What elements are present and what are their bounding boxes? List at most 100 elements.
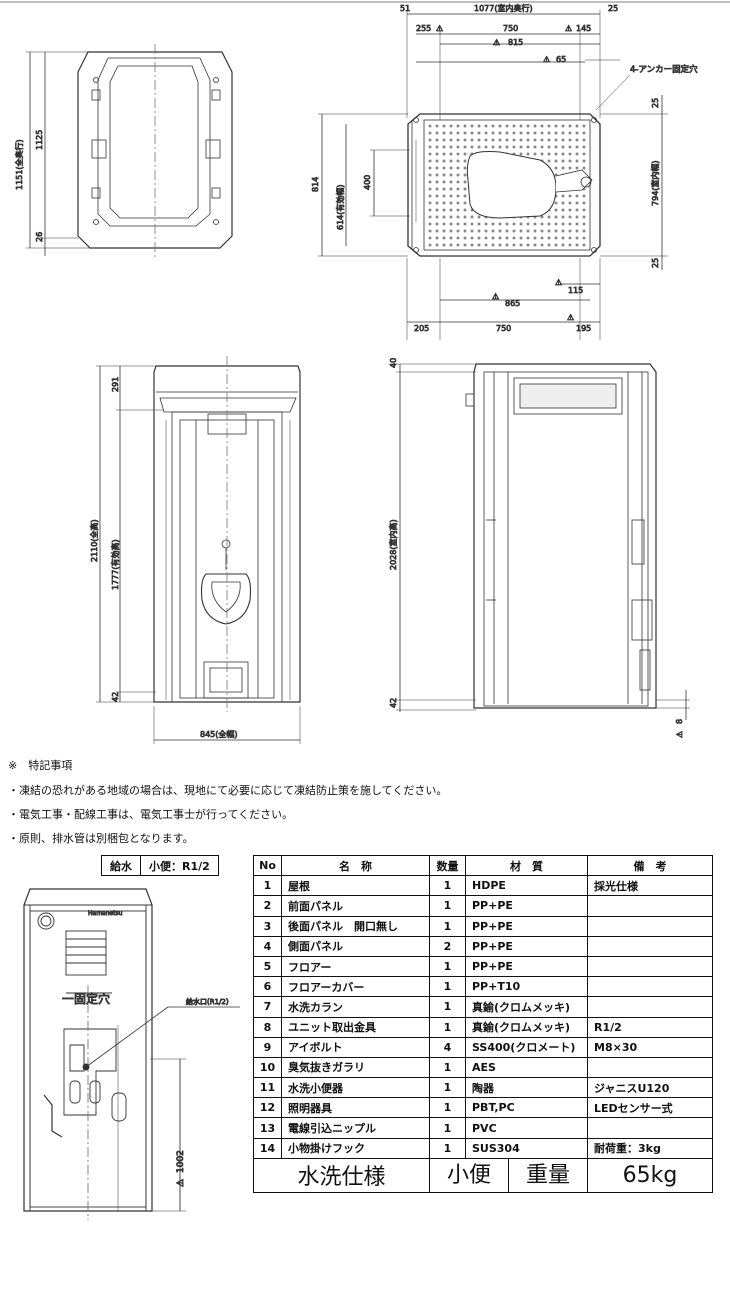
cell-name: 水洗カラン <box>281 996 430 1018</box>
footer-type-weight: 小便 重量 <box>429 1157 588 1193</box>
spec-label: 給水 <box>101 855 141 876</box>
note-line-1: ・凍結の恐れがある地域の場合は、現地にて必要に応じて凍結防止策を施してください。 <box>8 784 448 797</box>
col-name: 名 称 <box>281 854 430 877</box>
cell-qty: 1 <box>429 1137 466 1159</box>
spec-value: 小便：R1/2 <box>140 855 219 876</box>
dim-205: 205 <box>414 324 429 333</box>
back-view: Hamanetsu 一固定穴 給水口(R1/2) ⚠ 1002 <box>23 888 240 1220</box>
cell-remarks <box>587 915 713 937</box>
cell-name: 側面パネル <box>281 935 430 957</box>
cell-name: 水洗小便器 <box>281 1077 430 1099</box>
cell-material: PVC <box>465 1117 588 1139</box>
dim-750a: 750 <box>503 24 518 33</box>
cell-no: 2 <box>253 895 282 917</box>
side-elevation <box>396 363 690 720</box>
cell-material: HDPE <box>465 875 588 897</box>
cell-no: 6 <box>253 976 282 998</box>
front-view <box>96 356 301 744</box>
water-spec-box: 給水 小便：R1/2 <box>101 855 219 876</box>
cell-name: フロアーカバー <box>281 976 430 998</box>
dim-815: 815 <box>508 38 523 47</box>
col-material: 材 質 <box>465 854 588 877</box>
cell-qty: 1 <box>429 1117 466 1139</box>
cell-name: アイボルト <box>281 1036 430 1058</box>
dim-794: 794(室内幅) <box>650 160 660 206</box>
cell-material: AES <box>465 1056 588 1079</box>
cell-no: 13 <box>253 1117 282 1139</box>
dim-42: 42 <box>111 692 120 702</box>
cell-material: PP+PE <box>465 955 588 978</box>
cell-material: SUS304 <box>465 1137 588 1159</box>
dim-400: 400 <box>363 175 372 190</box>
dim-25a: 25 <box>608 4 618 13</box>
col-no: No <box>253 854 282 877</box>
dim-1151: 1151(全奥行) <box>14 139 24 190</box>
cell-no: 3 <box>253 915 282 937</box>
weight-value: 65kg <box>587 1157 713 1193</box>
cell-qty: 1 <box>429 996 466 1018</box>
cell-remarks <box>587 935 713 957</box>
dim-614: 614(有効幅) <box>335 184 345 230</box>
notes-heading: ※ 特記事項 <box>8 759 73 772</box>
cell-qty: 1 <box>429 1056 466 1079</box>
cell-no: 10 <box>253 1056 282 1079</box>
cell-material: PBT,PC <box>465 1097 588 1119</box>
cell-material: PP+T10 <box>465 976 588 998</box>
cell-no: 1 <box>253 875 282 897</box>
cell-no: 11 <box>253 1077 282 1099</box>
dim-145: 145 <box>576 24 591 33</box>
dim-1777: 1777(有効高) <box>110 539 120 590</box>
dim-115: 115 <box>568 286 583 295</box>
dim-1002: 1002 <box>176 1150 186 1173</box>
dim-25b: 25 <box>651 98 660 108</box>
cell-no: 9 <box>253 1036 282 1058</box>
dim-1077: 1077(室内奥行) <box>474 3 533 13</box>
tri-icon: ⚠ <box>543 55 550 64</box>
cell-qty: 1 <box>429 875 466 897</box>
cell-material: PP+PE <box>465 935 588 957</box>
cell-name: 前面パネル <box>281 895 430 917</box>
note-line-3: ・原則、排水管は別梱包となります。 <box>8 832 194 845</box>
tri-icon: ⚠ <box>555 278 562 287</box>
spec-name: 水洗仕様 <box>253 1157 430 1193</box>
cell-name: 小物掛けフック <box>281 1137 430 1159</box>
tri-icon: ⚠ <box>675 731 684 738</box>
cell-remarks <box>587 976 713 998</box>
water-inlet-label: 給水口(R1/2) <box>186 997 229 1006</box>
dim-255: 255 <box>416 24 431 33</box>
cell-name: ユニット取出金具 <box>281 1016 430 1038</box>
cell-qty: 1 <box>429 976 466 998</box>
louver <box>65 930 107 976</box>
dim-2110: 2110(全高) <box>89 519 99 562</box>
weight-label: 重量 <box>525 1162 570 1188</box>
cell-name: 後面パネル 開口無し <box>281 915 430 937</box>
dim-26: 26 <box>35 232 44 242</box>
col-qty: 数量 <box>429 854 466 877</box>
cell-no: 14 <box>253 1137 282 1159</box>
table-header: No 名 称 数量 材 質 備 考 <box>253 854 713 877</box>
cell-remarks <box>587 955 713 978</box>
dim-195: 195 <box>576 324 591 333</box>
tri-icon: ⚠ <box>436 24 443 33</box>
dim-42b: 42 <box>389 698 398 708</box>
dim-750b: 750 <box>496 324 511 333</box>
cell-no: 4 <box>253 935 282 957</box>
dim-814: 814 <box>311 177 320 192</box>
tri-icon: ⚠ <box>565 24 572 33</box>
cell-remarks: ジャニスU120 <box>587 1077 713 1099</box>
cell-name: 照明器具 <box>281 1097 430 1119</box>
fixing-hole-label: 一固定穴 <box>62 991 110 1006</box>
dim-8: 8 <box>675 719 684 724</box>
cell-no: 12 <box>253 1097 282 1119</box>
dim-845: 845(全幅) <box>200 729 238 739</box>
cell-remarks <box>587 1117 713 1139</box>
